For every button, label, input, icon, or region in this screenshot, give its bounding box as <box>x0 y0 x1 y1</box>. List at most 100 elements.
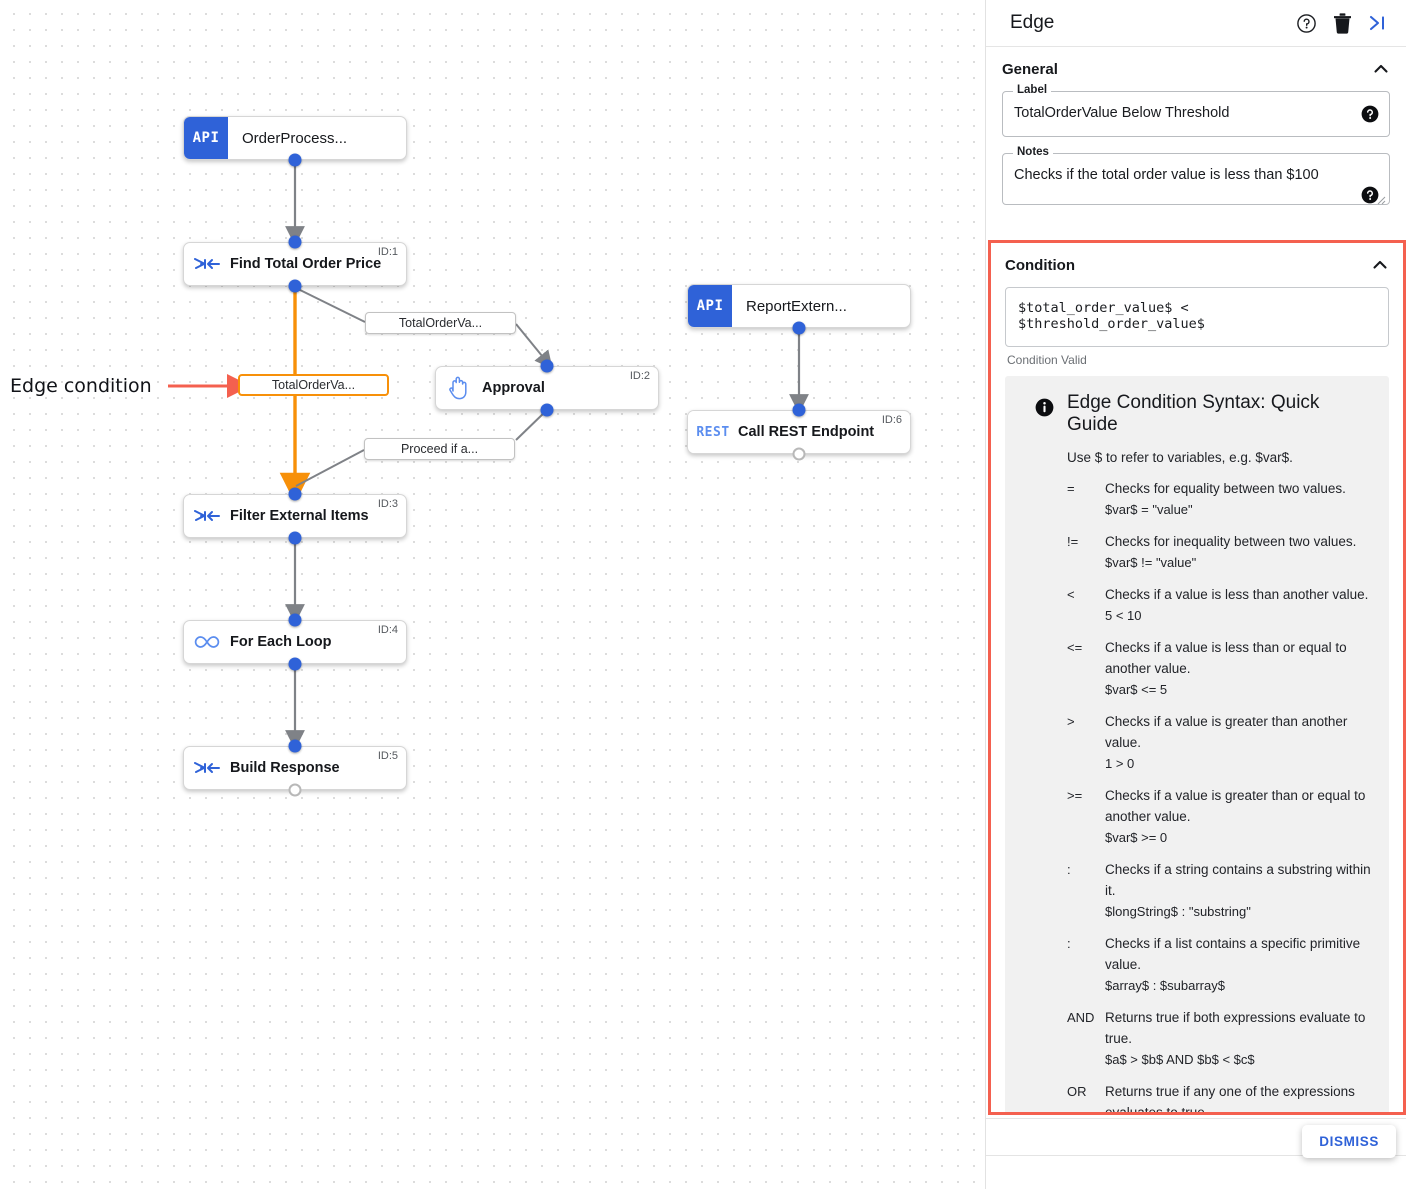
infinity-loop-icon <box>184 634 230 650</box>
node-build-response[interactable]: Build Response ID:5 <box>183 746 407 790</box>
node-approval[interactable]: Approval ID:2 <box>435 366 659 410</box>
node-input-port[interactable] <box>792 403 806 417</box>
general-section: General Label TotalOrderValue Below Thre… <box>986 47 1406 221</box>
operator-row: < Checks if a value is less than another … <box>1067 585 1373 626</box>
raised-hand-icon <box>436 376 482 400</box>
node-label: Approval <box>482 380 545 396</box>
operator-row: OR Returns true if any one of the express… <box>1067 1082 1373 1115</box>
trash-icon[interactable] <box>1333 12 1352 34</box>
help-filled-icon[interactable] <box>1361 186 1379 204</box>
node-output-port[interactable] <box>288 657 302 671</box>
operator-description: Returns true if any one of the expressio… <box>1105 1084 1355 1115</box>
node-input-port[interactable] <box>288 487 302 501</box>
node-output-port-empty[interactable] <box>792 447 806 461</box>
operator-description: Checks if a value is greater than anothe… <box>1105 712 1373 774</box>
condition-heading: Condition <box>1005 256 1075 274</box>
edge-find-to-approval-a[interactable] <box>295 287 366 323</box>
merge-arrows-icon <box>184 507 230 525</box>
operator-symbol: AND <box>1067 1010 1095 1026</box>
operator-row: > Checks if a value is greater than anoth… <box>1067 712 1373 774</box>
operator-example: $var$ <= 5 <box>1105 682 1168 698</box>
rest-badge-icon: REST <box>688 411 738 453</box>
node-call-rest-endpoint[interactable]: REST Call REST Endpoint ID:6 <box>687 410 911 454</box>
operator-description: Checks if a value is less than another v… <box>1105 585 1373 626</box>
condition-expression-input[interactable]: $total_order_value$ < $threshold_order_v… <box>1005 287 1389 347</box>
condition-status-text: Condition Valid <box>1007 353 1087 367</box>
operator-description: Checks if a value is greater than or equ… <box>1105 786 1373 848</box>
operator-symbol: != <box>1067 534 1079 550</box>
node-output-port[interactable] <box>288 153 302 167</box>
node-reportextern[interactable]: API ReportExtern... <box>687 284 911 328</box>
collapse-right-icon[interactable] <box>1368 14 1388 32</box>
node-for-each-loop[interactable]: For Each Loop ID:4 <box>183 620 407 664</box>
api-badge-icon: API <box>688 285 732 327</box>
node-input-port[interactable] <box>288 235 302 249</box>
resize-handle-icon[interactable] <box>1376 192 1386 204</box>
edge-label-selected-condition[interactable]: TotalOrderVa... <box>238 374 389 396</box>
node-filter-external-items[interactable]: Filter External Items ID:3 <box>183 494 407 538</box>
label-field-caption: Label <box>1013 84 1052 96</box>
edge-connections-layer <box>168 160 809 750</box>
node-id-tag: ID:5 <box>377 750 398 762</box>
operator-example: $var$ >= 0 <box>1105 830 1168 845</box>
notes-field[interactable]: Notes Checks if the total order value is… <box>1002 145 1390 205</box>
node-output-port[interactable] <box>288 531 302 545</box>
node-id-tag: ID:2 <box>629 370 650 382</box>
operator-row: = Checks for equality between two values.… <box>1067 479 1373 520</box>
node-label: Call REST Endpoint <box>738 424 875 440</box>
help-circle-icon[interactable] <box>1296 13 1317 34</box>
operator-symbol: : <box>1067 862 1071 878</box>
operator-description: Checks for equality between two values.$… <box>1105 479 1373 520</box>
operator-row: : Checks if a string contains a substring… <box>1067 860 1373 922</box>
chevron-up-icon[interactable] <box>1371 256 1389 274</box>
condition-section-highlighted: Condition $total_order_value$ < $thresho… <box>988 240 1406 1115</box>
operator-symbol: > <box>1067 714 1075 730</box>
api-badge-icon: API <box>184 117 228 159</box>
node-label: Filter External Items <box>230 508 369 524</box>
notes-field-value[interactable]: Checks if the total order value is less … <box>1014 166 1319 183</box>
node-input-port[interactable] <box>288 739 302 753</box>
node-output-port[interactable] <box>288 279 302 293</box>
help-filled-icon[interactable] <box>1361 105 1379 123</box>
condition-section-header[interactable]: Condition <box>1005 243 1389 287</box>
node-input-port[interactable] <box>288 613 302 627</box>
node-output-port-empty[interactable] <box>288 783 302 797</box>
node-orderprocess[interactable]: API OrderProcess... <box>183 116 407 160</box>
chevron-up-icon[interactable] <box>1372 60 1390 78</box>
edge-label-proceed-if[interactable]: Proceed if a... <box>364 438 515 460</box>
operator-symbol: >= <box>1067 788 1083 804</box>
edge-find-to-approval-b[interactable] <box>515 323 553 369</box>
operator-example: $var$ != "value" <box>1105 554 1197 570</box>
operator-description: Checks if a string contains a substring … <box>1105 860 1373 922</box>
node-label: Build Response <box>230 760 340 776</box>
general-heading: General <box>1002 60 1058 78</box>
operator-symbol: = <box>1067 481 1075 496</box>
operator-example: $var$ = "value" <box>1105 501 1193 517</box>
node-id-tag: ID:1 <box>377 246 398 258</box>
edge-approval-to-filter-b[interactable] <box>295 449 365 487</box>
operator-symbol: OR <box>1067 1084 1087 1100</box>
general-section-header[interactable]: General <box>1002 47 1390 91</box>
node-output-port[interactable] <box>540 403 554 417</box>
node-label: ReportExtern... <box>746 297 847 315</box>
operator-symbol: : <box>1067 936 1071 952</box>
merge-arrows-icon <box>184 255 230 273</box>
guide-title: Edge Condition Syntax: Quick Guide <box>1067 392 1320 435</box>
operator-description: Checks if a list contains a specific pri… <box>1105 934 1373 996</box>
workflow-canvas[interactable]: Edge condition API OrderProcess... Find … <box>0 0 985 1189</box>
node-input-port[interactable] <box>540 359 554 373</box>
label-field-value[interactable]: TotalOrderValue Below Threshold <box>1014 105 1230 121</box>
node-label: Find Total Order Price <box>230 256 382 272</box>
notes-field-caption: Notes <box>1013 145 1053 158</box>
panel-header: Edge <box>986 0 1406 47</box>
dismiss-button[interactable]: DISMISS <box>1302 1125 1396 1158</box>
edge-label-totalordervalue[interactable]: TotalOrderVa... <box>365 312 516 334</box>
operator-example: 5 < 10 <box>1105 608 1142 624</box>
edge-approval-to-filter-a[interactable] <box>515 409 548 441</box>
node-output-port[interactable] <box>792 321 806 335</box>
operator-list: = Checks for equality between two values.… <box>1067 479 1373 1115</box>
operator-row: >= Checks if a value is greater than or e… <box>1067 786 1373 848</box>
label-field[interactable]: Label TotalOrderValue Below Threshold <box>1002 84 1390 137</box>
operator-symbol: < <box>1067 587 1075 603</box>
